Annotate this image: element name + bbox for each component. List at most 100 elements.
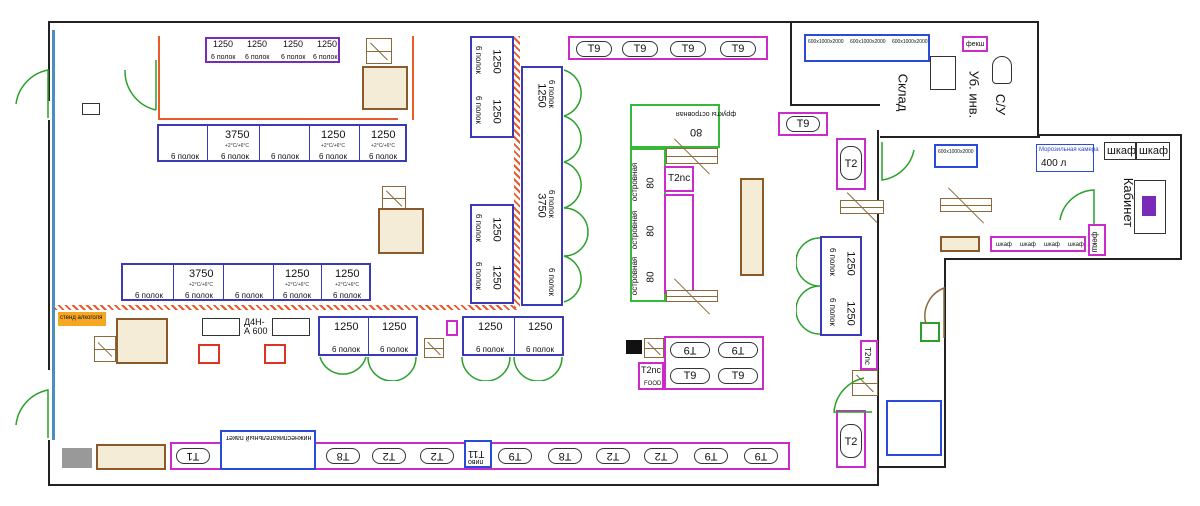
top-shelf-2-sub: 6 полок xyxy=(245,54,270,61)
shelf-vertical-col1-top: 6 полок 1250 6 полок 1250 xyxy=(470,36,514,138)
annex-mid-shelf-label: 600x1000x2000 xyxy=(938,149,974,155)
orange-stand-label: стенд алкоголя xyxy=(60,315,103,321)
fridge-doors-mid xyxy=(319,356,563,381)
wall-left-lower xyxy=(48,440,50,485)
right-box-2 xyxy=(852,370,878,396)
row-b-sub-3: 6 полок xyxy=(235,291,263,300)
wall-annex-top xyxy=(1037,134,1182,136)
vcol1-sub-1: 6 полок xyxy=(473,46,483,74)
fridge-doors-right xyxy=(796,237,821,335)
wall-bottom xyxy=(48,484,878,486)
door-right-2 xyxy=(1059,189,1095,224)
hatched-wall-vertical xyxy=(514,36,520,308)
top-pill-3: T9 xyxy=(670,41,706,57)
food-label: FOOD xyxy=(644,381,662,387)
island-top-label: фрукты островная xyxy=(676,110,737,117)
top-pill-4: T9 xyxy=(720,41,756,57)
rv-val-2: 1250 xyxy=(844,301,857,326)
center-rack xyxy=(740,178,764,276)
checkout-block: нижнеспикательный пакет xyxy=(220,430,316,470)
row-b-sub-5: 6 полок xyxy=(333,291,361,300)
mid-val-2: 1250 xyxy=(382,321,407,333)
row-a-tiny-2: +2°C/+6°C xyxy=(321,143,346,149)
sklad-shelf-3: 600x1000x2000 xyxy=(892,39,928,45)
rv-sub-2: 6 полок xyxy=(827,298,837,326)
freezer-value: 400 л xyxy=(1041,158,1067,169)
bottom-left-cabinets xyxy=(96,444,166,470)
shelf-mid-left: 1250 1250 6 полок 6 полок xyxy=(318,316,418,356)
vcol2-sub-1: 6 полок xyxy=(546,80,556,108)
sklad-shelves: 600x1000x2000 600x1000x2000 600x1000x200… xyxy=(804,34,930,62)
island-col-val-1: 80 xyxy=(645,177,657,189)
black-device xyxy=(626,340,642,354)
desk xyxy=(1134,180,1166,234)
red-device-1 xyxy=(198,344,220,364)
vcol1-val-3: 1250 xyxy=(490,217,503,242)
vcol2-sub-2: 6 полок xyxy=(546,190,556,218)
vcol1-sub-2: 6 полок xyxy=(473,96,483,124)
wall-left-window xyxy=(52,30,55,440)
shelf-right-vertical: 6 полок 1250 6 полок 1250 xyxy=(820,236,862,336)
t2-right-bottom: T2 xyxy=(840,424,862,458)
wall-left-upper xyxy=(48,21,50,101)
annex-blue-device xyxy=(886,400,942,456)
shkaf-small-3: шкаф xyxy=(1044,242,1060,248)
mid-sub-1: 6 полок xyxy=(332,345,360,354)
inner-wall-red xyxy=(158,36,160,120)
annex-green-box xyxy=(920,322,940,342)
shkaf-small-1: шкаф xyxy=(996,242,1012,248)
mid-sub-3: 6 полок xyxy=(476,345,504,354)
t2nc-top-label: T2nc xyxy=(668,173,691,184)
shkaf-2: шкаф xyxy=(1136,142,1170,160)
top-shelf-group: 1250 6 полок 1250 6 полок 1250 6 полок 1… xyxy=(205,37,340,63)
room-su: С/У xyxy=(993,93,1009,116)
equipment-box-2 xyxy=(382,186,406,210)
right-box-1 xyxy=(840,200,884,214)
checkout-station-top xyxy=(362,66,408,110)
t2nc-food-box: T2nc FOOD xyxy=(638,362,664,390)
orange-stand: стенд алкоголя xyxy=(58,312,106,326)
bottom-pill-9: T2 xyxy=(644,448,678,464)
shelf-row-b: 3750 1250 1250 +2°C/+6°C +2°C/+6°C +2°C/… xyxy=(121,263,371,301)
row-b-sub-1: 6 полок xyxy=(135,291,163,300)
room-ub-inv: Уб. инв. xyxy=(966,70,982,119)
bottom-pill-6: T9 xyxy=(498,448,532,464)
row-a-tiny-3: +2°C/+6°C xyxy=(371,143,396,149)
row-b-val-1: 3750 xyxy=(189,268,214,280)
sink xyxy=(930,56,956,90)
bottom-pill-3: T2 xyxy=(372,448,406,464)
toilet xyxy=(992,56,1012,84)
island-col-val-3: 80 xyxy=(645,271,657,283)
room-sklad: Склад xyxy=(895,73,911,112)
top-shelf-1-sub: 6 полок xyxy=(211,54,236,61)
wall-left-mid xyxy=(48,120,50,370)
checkout-label: нижнеспикательный пакет xyxy=(226,434,312,441)
wall-storage-bottom xyxy=(880,136,1040,138)
shkaf-small-2: шкаф xyxy=(1020,242,1036,248)
t2-center-frame xyxy=(664,194,694,294)
island-column: островная 80 островная 80 островная 80 xyxy=(630,148,666,302)
door-left-bottom xyxy=(15,389,49,438)
mid-pink-small xyxy=(446,320,458,336)
wall-annex-right xyxy=(1180,134,1182,260)
right-small-pink: T2nc xyxy=(860,340,878,370)
feksh-top: фекш xyxy=(962,36,988,52)
vcol1-val-4: 1250 xyxy=(490,265,503,290)
computer xyxy=(1142,196,1156,216)
center-pill-3: T9 xyxy=(670,368,710,384)
bottom-pill-7: T8 xyxy=(548,448,582,464)
checkout-station-mid xyxy=(378,208,424,254)
shkaf-small-row: шкаф шкаф шкаф шкаф xyxy=(990,236,1086,252)
feksh-top-label: фекш xyxy=(966,41,985,48)
door-right-3 xyxy=(924,286,945,338)
door-right-4 xyxy=(833,377,872,413)
top-shelf-4-sub: 6 полок xyxy=(313,54,338,61)
wall-inner-corridor xyxy=(790,104,880,106)
sklad-shelf-2: 600x1000x2000 xyxy=(850,39,886,45)
wall-storage-left xyxy=(790,23,792,105)
island-col-label-1: островная xyxy=(630,162,640,202)
mid-sub-2: 6 полок xyxy=(380,345,408,354)
annex-box-1 xyxy=(940,198,992,212)
center-pill-box xyxy=(644,338,664,358)
center-pill-4: T9 xyxy=(718,368,758,384)
